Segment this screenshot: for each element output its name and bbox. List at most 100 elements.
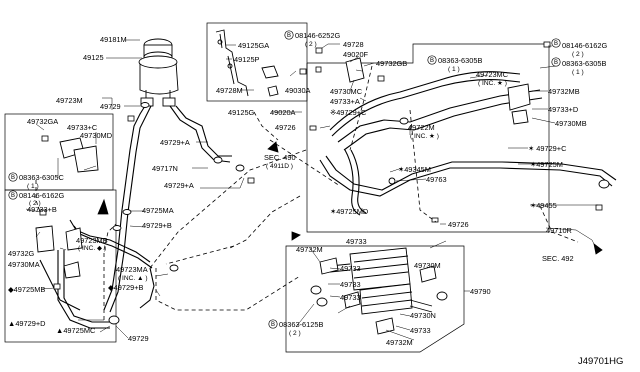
svg-text:B: B <box>271 322 275 328</box>
label-49729b-low: ◆49729+B <box>108 283 144 292</box>
label-49723ma: 49723MA <box>116 265 148 274</box>
bolts <box>39 41 603 290</box>
svg-text:B: B <box>430 58 434 64</box>
label-sec490-sub: ( 4911D ) <box>266 163 293 170</box>
label-49125: 49125 <box>83 53 104 62</box>
label-49733-c1: 49733 <box>340 264 361 273</box>
label-49730ma: 49730MA <box>8 260 40 269</box>
leader-lines <box>25 39 598 341</box>
label-inc-diamond: ( INC. ◆ ) <box>78 245 106 252</box>
label-49729a-2: 49729+A <box>164 181 194 190</box>
label-49730md: 49730MD <box>80 131 112 140</box>
label-49733d: 49733+D <box>548 105 578 114</box>
label-08363-6305c-qty: ( 1 ) <box>27 183 39 190</box>
label-08146-6162g-top-qty: ( 2 ) <box>572 51 584 58</box>
label-49723mc-top: 49723MC <box>476 70 509 79</box>
label-49730mb: 49730MB <box>555 119 587 128</box>
label-49020f: 49020F <box>343 50 369 59</box>
label-49732m-top: 49732M <box>296 245 323 254</box>
label-49722m: 49722M <box>408 123 435 132</box>
label-49733b: 49733+B <box>27 205 57 214</box>
label-49729d: ▲49729+D <box>8 319 46 328</box>
label-49725mc: ▲49725MC <box>56 326 96 335</box>
label-08146-6162g-left: 08146-6162G <box>19 191 64 200</box>
label-08146-6252g-qty: ( 2 ) <box>305 41 317 48</box>
bolt-callout-marks <box>8 30 561 329</box>
bolt-callout-letters: B B B B B B B <box>11 33 558 328</box>
pipe-brackets <box>35 57 531 279</box>
label-49725mb: ◆49725MB <box>8 285 45 294</box>
label-49717n: 49717N <box>152 164 178 173</box>
label-49723m-left: 49723M <box>56 96 83 105</box>
direction-arrows <box>97 141 603 255</box>
label-49732gb: 49732GB <box>376 59 407 68</box>
svg-text:B: B <box>554 60 558 66</box>
label-49125g: 49125G <box>228 108 255 117</box>
hose-clamps <box>108 102 610 325</box>
label-08146-6162g-top: 08146-6162G <box>562 41 607 50</box>
label-49181m: 49181M <box>100 35 127 44</box>
label-08363-6305c: 08363-6305C <box>19 173 64 182</box>
label-49730n: 49730N <box>410 311 436 320</box>
label-08146-6162g-left-qty: ( 2 ) <box>29 200 41 207</box>
svg-text:B: B <box>554 41 558 47</box>
diagram-code: J49701HG <box>578 356 623 367</box>
label-49020a: 49020A <box>270 108 296 117</box>
label-49732m-bottom: 49732M <box>386 338 413 347</box>
label-49726-a: 49726 <box>275 123 296 132</box>
group-box-49125g <box>206 22 308 102</box>
label-49726-b: 49726 <box>448 220 469 229</box>
label-49125p: 49125P <box>234 55 260 64</box>
label-08363-6125b: 08363-6125B <box>279 320 323 329</box>
label-49733c: 49733+C <box>67 123 98 132</box>
label-sec490: SEC. 490 <box>264 153 296 162</box>
label-49729b: 49729+B <box>142 221 172 230</box>
label-49733-c2: 49733 <box>340 280 361 289</box>
label-49729c-mid: ※49729+C <box>330 108 367 117</box>
label-49725md: ✶49725MD <box>330 207 368 216</box>
hose-lines <box>39 71 617 329</box>
label-49728: 49728 <box>343 40 364 49</box>
label-49763: 49763 <box>426 175 447 184</box>
label-49730mc: 49730MC <box>330 87 363 96</box>
label-08363-6305b-a: 08363-6305B <box>438 56 482 65</box>
label-49733-cooler-top: 49733 <box>346 237 367 246</box>
part-labels: 49181M 49125 49729 49723M 49125GA 49125P… <box>8 31 623 367</box>
label-sec492: SEC. 492 <box>542 254 574 263</box>
label-inc-triangle: ( INC. ▲ ) <box>118 275 148 282</box>
label-49790: 49790 <box>470 287 491 296</box>
label-inc-star-top: ( INC. ★ ) <box>478 79 507 87</box>
label-49729c-right: ✶ 49729+C <box>528 144 567 153</box>
oil-cooler-49790 <box>310 247 448 335</box>
label-49030a: 49030A <box>285 86 311 95</box>
reservoir-tank-49125 <box>138 38 179 107</box>
svg-text:B: B <box>11 193 15 199</box>
label-49733a: 49733+A <box>330 97 360 106</box>
label-49725m: ✶49725M <box>530 160 563 169</box>
label-49729-top: 49729 <box>100 102 121 111</box>
label-08363-6305b-b: 08363-6305B <box>562 59 606 68</box>
label-49730m: 49730M <box>414 261 441 270</box>
label-49723mb: 49723MB <box>76 236 108 245</box>
label-49728m: 49728M <box>216 86 243 95</box>
label-49733-c3: 49733 <box>340 293 361 302</box>
label-08363-6305b-b-qty: ( 1 ) <box>572 69 584 76</box>
label-08146-6252g: 08146-6252G <box>295 31 340 40</box>
label-49455: ✶49455 <box>530 201 557 210</box>
label-49729a-1: 49729+A <box>160 138 190 147</box>
label-49125ga: 49125GA <box>238 41 269 50</box>
label-49725ma: 49725MA <box>142 206 174 215</box>
label-08363-6305b-a-qty: ( 1 ) <box>448 66 460 73</box>
label-49733-c4: 49733 <box>410 326 431 335</box>
svg-text:B: B <box>287 33 291 39</box>
dashed-routing-lines <box>35 65 579 320</box>
svg-text:B: B <box>11 175 15 181</box>
label-49732mb: 49732MB <box>548 87 580 96</box>
label-08363-6125b-qty: ( 2 ) <box>289 330 301 337</box>
label-49729-bottom: 49729 <box>128 334 149 343</box>
label-49345m: ✶49345M <box>398 165 431 174</box>
label-49732g: 49732G <box>8 249 35 258</box>
label-49732ga: 49732GA <box>27 117 58 126</box>
bracket-49125ga <box>215 29 279 97</box>
